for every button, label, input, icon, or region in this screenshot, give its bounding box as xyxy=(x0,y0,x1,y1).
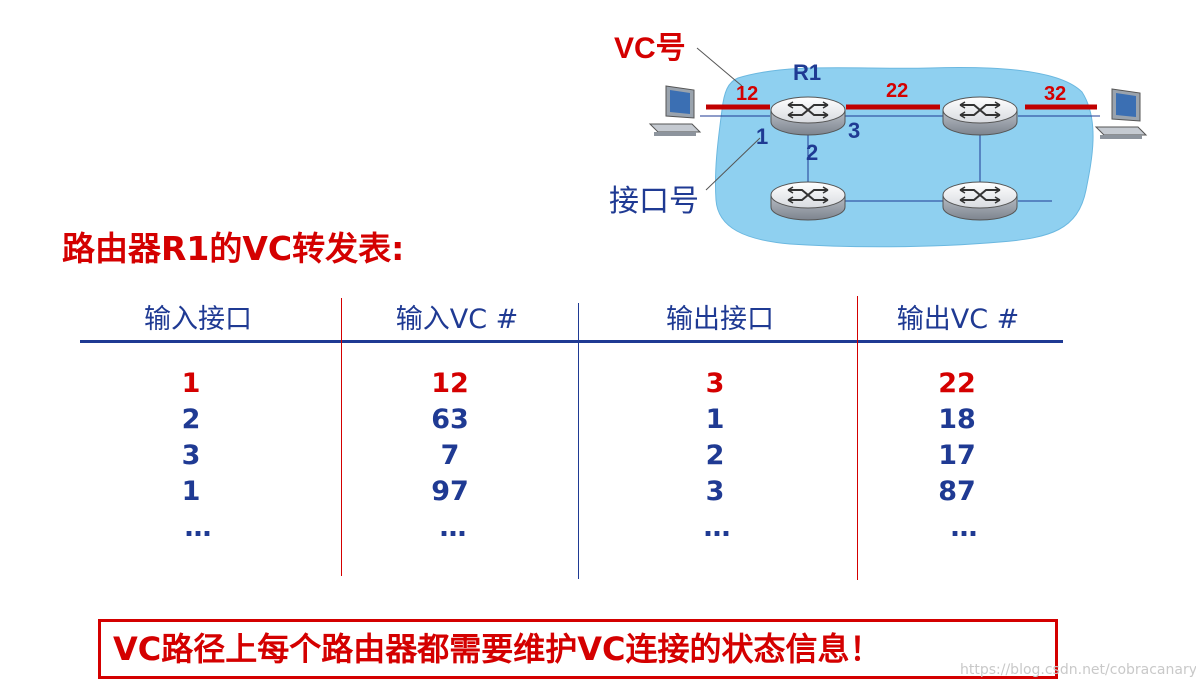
header-divider xyxy=(80,340,1063,343)
table-cell: 18 xyxy=(938,404,976,435)
router-icon xyxy=(770,181,846,221)
table-cell: 63 xyxy=(431,404,469,435)
footer-note: VC路径上每个路由器都需要维护VC连接的状态信息！ xyxy=(98,619,1058,679)
router-icon xyxy=(942,96,1018,136)
table-cell: … xyxy=(950,512,978,543)
table-cell: 2 xyxy=(705,440,725,471)
table-cell: … xyxy=(184,512,212,543)
table-title: 路由器R1的VC转发表: xyxy=(62,229,405,268)
port-down-label: 2 xyxy=(806,140,818,165)
column-divider xyxy=(578,303,579,579)
vc-number-callout: VC号 xyxy=(614,32,686,65)
host-left-icon xyxy=(649,85,701,137)
table-cell: … xyxy=(439,512,467,543)
router-icon xyxy=(942,181,1018,221)
table-cell: 7 xyxy=(440,440,460,471)
table-cell: 1 xyxy=(705,404,725,435)
table-cell: 87 xyxy=(938,476,976,507)
interface-callout: 接口号 xyxy=(609,184,699,219)
vc-out-label: 32 xyxy=(1044,83,1066,105)
column-divider xyxy=(857,296,858,580)
router-name-label: R1 xyxy=(793,60,821,85)
header-input-interface: 输入接口 xyxy=(144,304,252,335)
table-cell: 2 xyxy=(181,404,201,435)
table-cell: 3 xyxy=(181,440,201,471)
header-input-vc: 输入VC # xyxy=(395,304,519,335)
network-diagram: VC号 接口号 R1 12 22 32 1 2 3 xyxy=(609,32,1147,248)
table-cell: 1 xyxy=(181,476,201,507)
vc-in-label: 12 xyxy=(736,83,758,105)
column-divider xyxy=(341,298,342,576)
port-in-label: 1 xyxy=(756,124,768,149)
table-cell: 3 xyxy=(705,476,725,507)
header-output-interface: 输出接口 xyxy=(666,304,774,335)
port-out-label: 3 xyxy=(848,118,860,143)
vc-mid-label: 22 xyxy=(886,80,908,102)
table-cell: 97 xyxy=(431,476,469,507)
table-cell: 12 xyxy=(431,368,469,399)
table-cell: 17 xyxy=(938,440,976,471)
table-cell: … xyxy=(703,512,731,543)
table-cell: 3 xyxy=(705,368,725,399)
table-cell: 22 xyxy=(938,368,976,399)
header-output-vc: 输出VC # xyxy=(896,304,1020,335)
host-right-icon xyxy=(1095,88,1147,140)
router-r1-icon xyxy=(770,96,846,136)
table-cell: 1 xyxy=(181,368,201,399)
watermark: https://blog.csdn.net/cobracanary xyxy=(960,662,1196,678)
